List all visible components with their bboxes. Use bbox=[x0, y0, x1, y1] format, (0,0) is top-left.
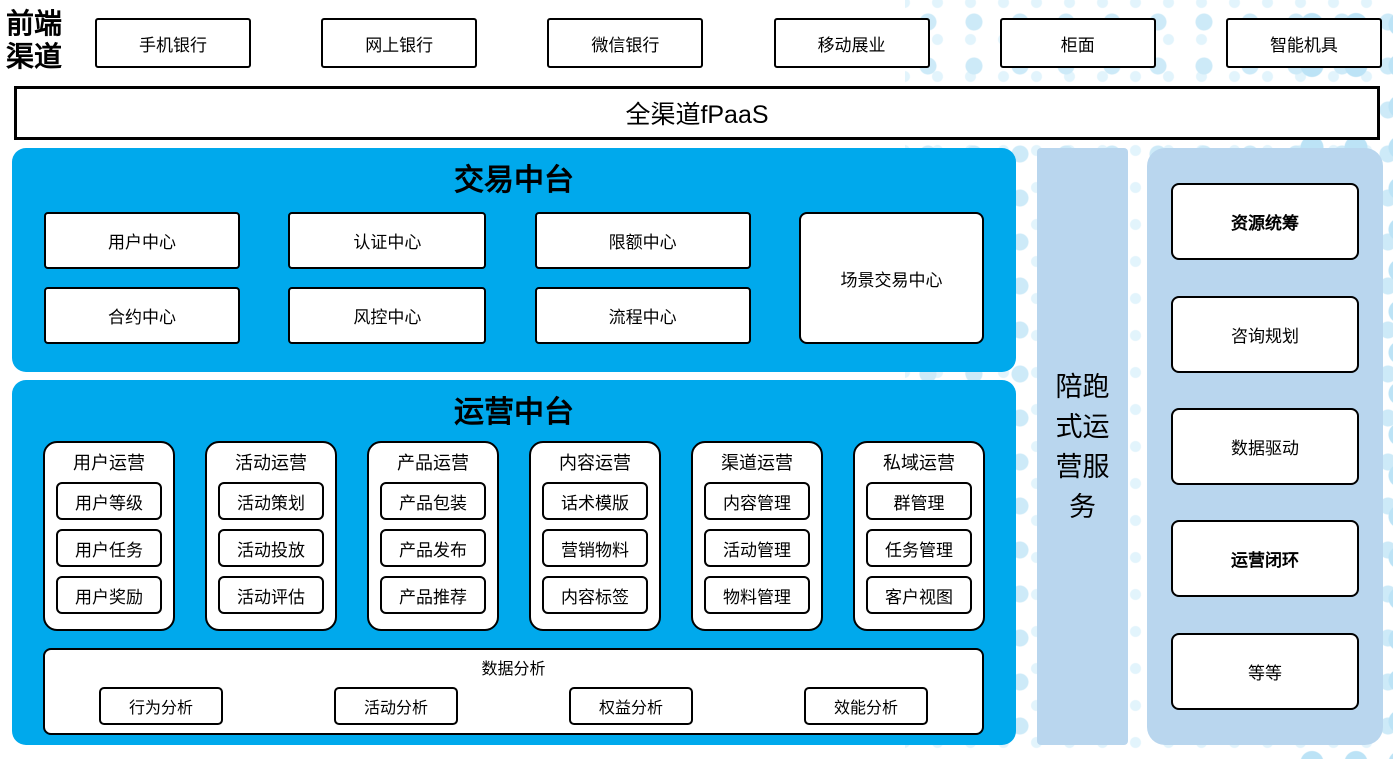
center-box-scene-trade: 场景交易中心 bbox=[798, 212, 984, 344]
ops-item: 产品发布 bbox=[380, 529, 486, 567]
service-box-ops-loop: 运营闭环 bbox=[1171, 520, 1359, 598]
ops-platform-title: 运营中台 bbox=[454, 396, 574, 429]
ops-columns: 用户运营 用户等级 用户任务 用户奖励 活动运营 活动策划 活动投放 活动评估 … bbox=[43, 441, 985, 631]
center-box-user: 用户中心 bbox=[44, 212, 240, 269]
ops-item: 群管理 bbox=[866, 482, 972, 520]
service-box-resource-planning: 资源统筹 bbox=[1171, 183, 1359, 261]
channel-box-mobile-banking: 手机银行 bbox=[95, 18, 251, 68]
ops-col-title: 内容运营 bbox=[559, 453, 631, 473]
data-analysis-title: 数据分析 bbox=[481, 661, 546, 678]
accompanying-ops-service-label: 陪跑式运营服务 bbox=[1055, 371, 1110, 522]
ops-item: 活动评估 bbox=[218, 576, 324, 614]
service-box-data-driven: 数据驱动 bbox=[1171, 407, 1359, 485]
trade-platform-panel: 交易中台 用户中心 认证中心 限额中心 场景交易中心 合约中心 风控中心 流程中… bbox=[12, 148, 1016, 372]
ops-item: 营销物料 bbox=[542, 529, 648, 567]
analysis-item-efficiency: 效能分析 bbox=[804, 687, 928, 725]
ops-item: 物料管理 bbox=[704, 576, 810, 614]
ops-col-channel: 渠道运营 内容管理 活动管理 物料管理 bbox=[691, 441, 823, 631]
ops-item: 产品包装 bbox=[380, 482, 486, 520]
ops-col-content: 内容运营 话术模版 营销物料 内容标签 bbox=[529, 441, 661, 631]
center-box-process: 流程中心 bbox=[534, 287, 751, 344]
ops-col-activity: 活动运营 活动策划 活动投放 活动评估 bbox=[205, 441, 337, 631]
ops-col-user: 用户运营 用户等级 用户任务 用户奖励 bbox=[43, 441, 175, 631]
ops-item: 任务管理 bbox=[866, 529, 972, 567]
ops-col-product: 产品运营 产品包装 产品发布 产品推荐 bbox=[367, 441, 499, 631]
channel-box-smart-devices: 智能机具 bbox=[1225, 18, 1382, 68]
service-box-consulting: 咨询规划 bbox=[1171, 295, 1359, 373]
center-box-limit: 限额中心 bbox=[534, 212, 751, 269]
ops-col-title: 渠道运营 bbox=[721, 453, 793, 473]
data-analysis-box: 数据分析 行为分析 活动分析 权益分析 效能分析 bbox=[43, 648, 984, 735]
ops-item: 话术模版 bbox=[542, 482, 648, 520]
service-box-etc: 等等 bbox=[1171, 632, 1359, 710]
channel-box-online-banking: 网上银行 bbox=[321, 18, 478, 68]
ops-col-private-domain: 私域运营 群管理 任务管理 客户视图 bbox=[853, 441, 985, 631]
analysis-item-behavior: 行为分析 bbox=[99, 687, 223, 725]
channel-box-wechat-banking: 微信银行 bbox=[547, 18, 704, 68]
ops-item: 活动投放 bbox=[218, 529, 324, 567]
data-analysis-row: 行为分析 活动分析 权益分析 效能分析 bbox=[45, 679, 982, 725]
ops-platform-panel: 运营中台 用户运营 用户等级 用户任务 用户奖励 活动运营 活动策划 活动投放 … bbox=[12, 380, 1016, 745]
ops-item: 内容管理 bbox=[704, 482, 810, 520]
analysis-item-benefit: 权益分析 bbox=[569, 687, 693, 725]
ops-col-title: 产品运营 bbox=[397, 453, 469, 473]
ops-col-title: 用户运营 bbox=[73, 453, 145, 473]
ops-item: 产品推荐 bbox=[380, 576, 486, 614]
ops-col-title: 活动运营 bbox=[235, 453, 307, 473]
ops-item: 活动策划 bbox=[218, 482, 324, 520]
trade-platform-title: 交易中台 bbox=[454, 164, 574, 197]
analysis-item-activity: 活动分析 bbox=[334, 687, 458, 725]
ops-item: 用户等级 bbox=[56, 482, 162, 520]
services-panel: 资源统筹 咨询规划 数据驱动 运营闭环 等等 bbox=[1147, 148, 1383, 745]
front-channels-label: 前端渠道 bbox=[6, 9, 63, 73]
omni-channel-fpaas-bar: 全渠道fPaaS bbox=[14, 86, 1380, 140]
channel-row: 手机银行 网上银行 微信银行 移动展业 柜面 智能机具 bbox=[95, 18, 1382, 68]
center-box-risk: 风控中心 bbox=[288, 287, 487, 344]
ops-item: 活动管理 bbox=[704, 529, 810, 567]
ops-item: 用户任务 bbox=[56, 529, 162, 567]
center-box-auth: 认证中心 bbox=[288, 212, 487, 269]
accompanying-ops-service-bar: 陪跑式运营服务 bbox=[1037, 148, 1128, 745]
ops-item: 内容标签 bbox=[542, 576, 648, 614]
center-box-contract: 合约中心 bbox=[44, 287, 240, 344]
ops-item: 用户奖励 bbox=[56, 576, 162, 614]
channel-box-counter: 柜面 bbox=[999, 18, 1156, 68]
channel-box-mobile-marketing: 移动展业 bbox=[773, 18, 930, 68]
ops-item: 客户视图 bbox=[866, 576, 972, 614]
ops-col-title: 私域运营 bbox=[883, 453, 955, 473]
trade-platform-grid: 用户中心 认证中心 限额中心 场景交易中心 合约中心 风控中心 流程中心 bbox=[44, 212, 984, 344]
